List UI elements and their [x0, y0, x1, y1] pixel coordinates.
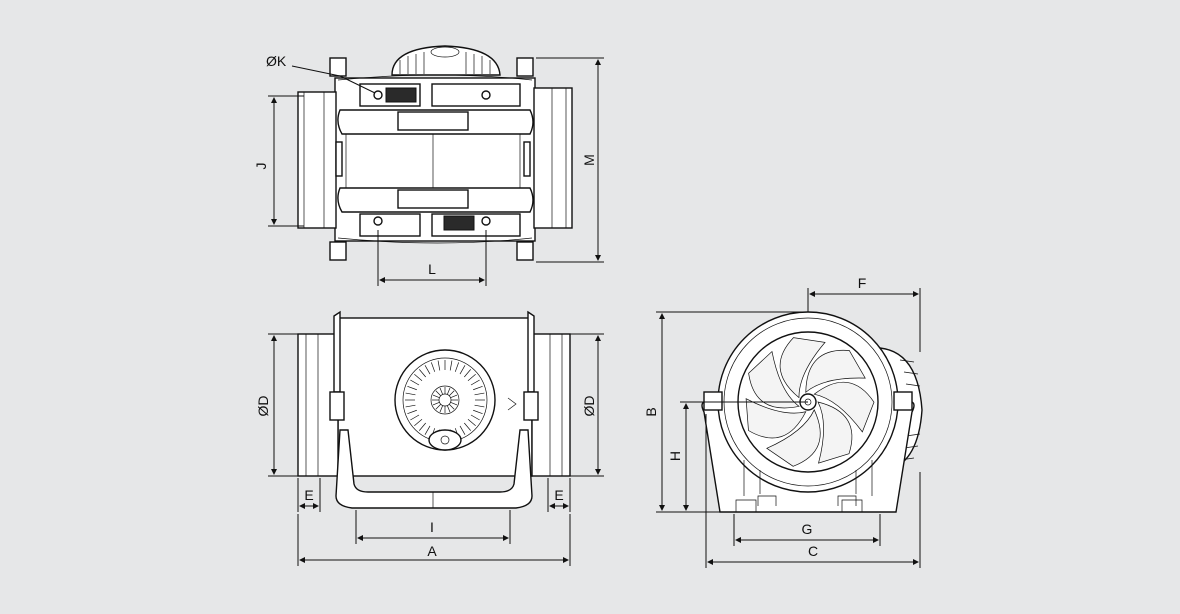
side-view-dimensions — [656, 288, 921, 568]
front-view — [297, 310, 571, 509]
side-view — [701, 311, 923, 513]
dim-label-phi-k: ØK — [266, 53, 287, 69]
dim-label-e-right: E — [554, 487, 563, 503]
dim-label-g: G — [802, 521, 813, 537]
dim-label-a: A — [427, 543, 437, 559]
dim-label-l: L — [428, 261, 436, 277]
dim-label-e-left: E — [304, 487, 313, 503]
dim-label-j: J — [253, 163, 269, 170]
dim-label-f: F — [858, 275, 867, 291]
dim-label-m: M — [581, 154, 597, 166]
dim-label-phi-d-left: ØD — [255, 396, 271, 417]
front-view-dimensions — [268, 333, 604, 566]
top-view-dimensions — [268, 57, 604, 286]
dim-label-i: I — [430, 519, 434, 535]
dim-label-phi-d-right: ØD — [581, 396, 597, 417]
top-view — [291, 45, 573, 261]
dim-label-b: B — [643, 407, 659, 416]
dim-label-c: C — [808, 543, 818, 559]
dim-label-h: H — [667, 451, 683, 461]
